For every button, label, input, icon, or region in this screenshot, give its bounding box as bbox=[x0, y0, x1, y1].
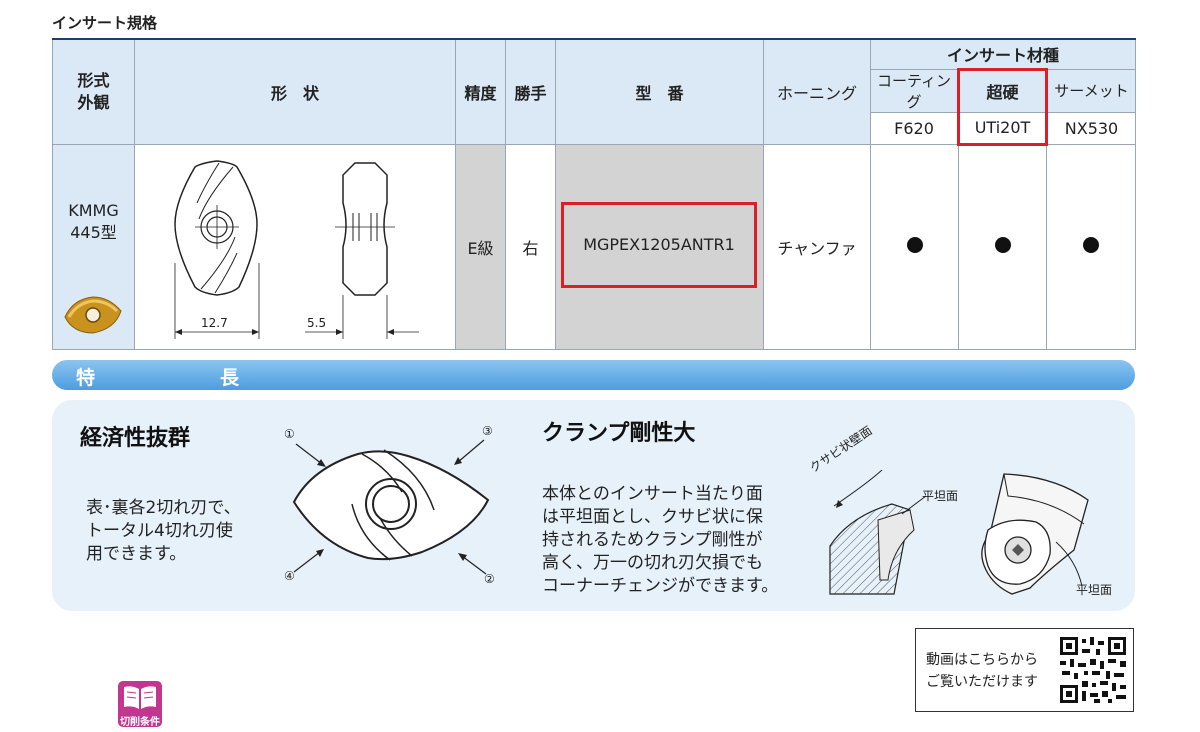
economy-text: 表･裏各2切れ刃で、 トータル4切れ刃使 用できます。 bbox=[86, 498, 241, 564]
section-title: インサート規格 bbox=[52, 14, 158, 32]
honing-value: チャンファ bbox=[763, 143, 871, 350]
insert-spec-table: 形式 外観 形 状 精度 勝手 型 番 ホーニング インサート材種 コーティング… bbox=[52, 38, 1136, 350]
features-panel bbox=[52, 400, 1135, 611]
grade-uti20t: UTi20T bbox=[957, 111, 1048, 146]
col-header-carbide: 超硬 bbox=[957, 67, 1048, 113]
availability-uti20t bbox=[958, 143, 1047, 350]
shape-drawing bbox=[174, 159, 419, 339]
col-header-coating: コーティング bbox=[870, 68, 959, 113]
features-band-left: 特 bbox=[76, 367, 98, 389]
type-label: KMMG 445型 bbox=[68, 200, 119, 242]
part-number-value: MGPEX1205ANTR1 bbox=[561, 201, 757, 288]
edge-label-1: ① bbox=[284, 427, 295, 441]
dimension-thickness: 5.5 bbox=[307, 315, 327, 330]
leader-line-1 bbox=[901, 495, 927, 515]
video-link-box[interactable]: 動画はこちらから ご覧いただけます bbox=[915, 628, 1134, 712]
available-dot-icon bbox=[906, 236, 923, 253]
qr-code-icon[interactable] bbox=[1058, 635, 1128, 705]
dimension-length: 12.7 bbox=[201, 315, 228, 330]
book-icon bbox=[118, 681, 162, 727]
col-header-type: 形式 外観 bbox=[52, 38, 135, 145]
grade-nx530: NX530 bbox=[1046, 111, 1136, 145]
edge-label-2: ② bbox=[484, 572, 495, 586]
availability-f620 bbox=[870, 143, 959, 350]
edge-label-3: ③ bbox=[482, 424, 493, 438]
col-header-shape: 形 状 bbox=[134, 38, 456, 145]
clamp-heading: クランプ剛性大 bbox=[542, 421, 696, 446]
video-link-text: 動画はこちらから ご覧いただけます bbox=[926, 652, 1038, 690]
features-band-right: 長 bbox=[220, 367, 242, 389]
available-dot-icon bbox=[994, 237, 1011, 253]
available-dot-icon bbox=[1083, 236, 1099, 253]
availability-nx530 bbox=[1046, 143, 1136, 350]
type-cell: KMMG 445型 bbox=[52, 143, 135, 350]
cutting-conditions-icon[interactable]: 切削条件 bbox=[114, 679, 166, 729]
shape-cell: 12.7 5.5 bbox=[134, 143, 456, 350]
economy-heading: 経済性抜群 bbox=[80, 426, 191, 451]
features-band: 特 長 bbox=[52, 360, 1135, 390]
hand-value: 右 bbox=[505, 143, 556, 350]
col-header-material: インサート材種 bbox=[870, 38, 1136, 70]
holder-clamp-diagram bbox=[981, 473, 1089, 595]
edge-label-4: ④ bbox=[284, 569, 295, 583]
flat-surface-label-1: 平坦面 bbox=[922, 489, 959, 503]
wedge-section-diagram bbox=[829, 470, 915, 595]
cutting-conditions-label: 切削条件 bbox=[120, 717, 160, 728]
col-header-hand: 勝手 bbox=[505, 38, 556, 145]
precision-value: E級 bbox=[455, 143, 506, 350]
part-number-cell: MGPEX1205ANTR1 bbox=[555, 143, 764, 350]
grade-f620: F620 bbox=[870, 111, 959, 145]
insert-edges-diagram bbox=[292, 439, 490, 575]
clamp-text: 本体とのインサート当たり面 は平坦面とし、クサビ状に保 持されるためクランプ剛性… bbox=[542, 484, 779, 596]
col-header-precision: 精度 bbox=[455, 38, 506, 145]
col-header-cermet: サーメット bbox=[1046, 68, 1136, 113]
flat-surface-label-2: 平坦面 bbox=[1076, 583, 1113, 597]
insert-photo-icon bbox=[64, 295, 122, 334]
col-header-part-number: 型 番 bbox=[555, 38, 764, 145]
col-header-honing: ホーニング bbox=[763, 38, 871, 145]
